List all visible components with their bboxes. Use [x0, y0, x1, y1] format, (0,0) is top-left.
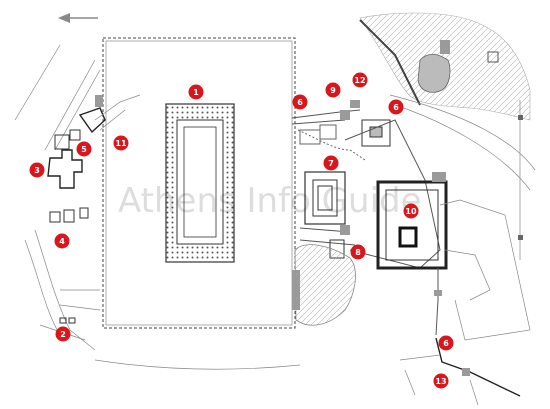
marker-2-label: 2: [60, 330, 66, 339]
marker-8-circle: [350, 244, 366, 260]
marker-6b-label: 6: [393, 103, 399, 112]
marker-6a[interactable]: 6: [292, 94, 308, 110]
marker-10[interactable]: 10: [403, 203, 419, 219]
marker-8[interactable]: 8: [350, 244, 366, 260]
temple-building: [165, 103, 235, 263]
marker-13[interactable]: 13: [433, 373, 449, 389]
marker-6c-label: 6: [443, 339, 449, 348]
marker-10-circle: [403, 203, 419, 219]
marker-5-label: 5: [81, 145, 87, 154]
structures-left: [39, 94, 141, 341]
marker-4-circle: [54, 233, 70, 249]
marker-3-circle: [29, 162, 45, 178]
marker-5[interactable]: 5: [76, 141, 92, 157]
marker-12-circle: [352, 72, 368, 88]
marker-9[interactable]: 9: [325, 82, 341, 98]
marker-9-circle: [325, 82, 341, 98]
marker-12-label: 12: [354, 76, 365, 85]
marker-11[interactable]: 11: [113, 135, 129, 151]
marker-2-circle: [55, 326, 71, 342]
marker-4-label: 4: [59, 237, 65, 246]
marker-2[interactable]: 2: [55, 326, 71, 342]
marker-8-label: 8: [355, 248, 361, 257]
marker-9-label: 9: [330, 86, 336, 95]
marker-1[interactable]: 1: [188, 84, 204, 100]
building-10: [376, 172, 448, 270]
watermark-text: Athens Info Guide: [118, 181, 422, 221]
marker-6b-circle: [388, 99, 404, 115]
marker-7-label: 7: [328, 159, 334, 168]
marker-3[interactable]: 3: [29, 162, 45, 178]
marker-13-circle: [433, 373, 449, 389]
marker-1-label: 1: [193, 88, 199, 97]
walls-lower-right: [399, 199, 531, 406]
ruins-right: [291, 100, 441, 326]
marker-7-circle: [323, 155, 339, 171]
roads-left: [14, 44, 301, 370]
marker-5-circle: [76, 141, 92, 157]
marker-13-label: 13: [435, 377, 446, 386]
stadium-outline: [102, 37, 296, 329]
marker-6a-circle: [292, 94, 308, 110]
hill-terrain: [359, 12, 536, 260]
marker-6c[interactable]: 6: [438, 335, 454, 351]
marker-6c-circle: [438, 335, 454, 351]
marker-10-label: 10: [405, 207, 417, 216]
marker-6b[interactable]: 6: [388, 99, 404, 115]
marker-11-circle: [113, 135, 129, 151]
marker-4[interactable]: 4: [54, 233, 70, 249]
north-arrow-icon: [58, 13, 98, 23]
marker-12[interactable]: 12: [352, 72, 368, 88]
marker-1-circle: [188, 84, 204, 100]
marker-6a-label: 6: [297, 98, 303, 107]
marker-11-label: 11: [115, 139, 127, 148]
marker-7[interactable]: 7: [323, 155, 339, 171]
marker-3-label: 3: [34, 166, 40, 175]
